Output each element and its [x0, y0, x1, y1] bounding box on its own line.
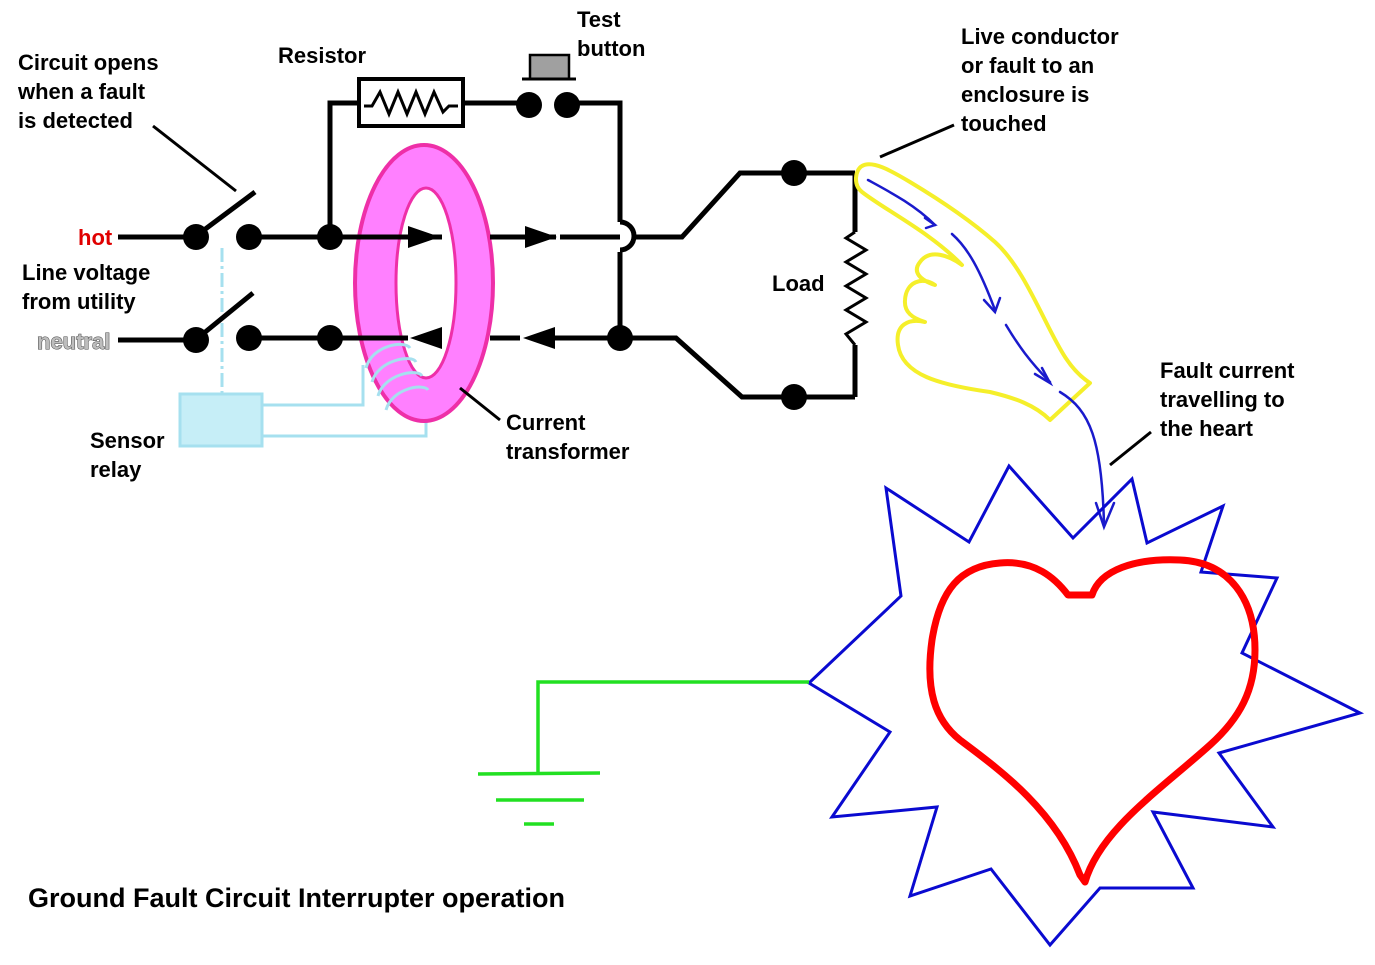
load-resistor	[843, 230, 869, 346]
label-current-transformer: Current transformer	[506, 410, 630, 464]
label-live-conductor: Live conductor or fault to an enclosure …	[961, 24, 1125, 136]
test-loop-left	[327, 100, 358, 237]
neutral-switch-blade	[202, 291, 255, 335]
sensor-wire-lower	[262, 415, 428, 438]
hot-arrow-2	[525, 226, 557, 248]
neutral-junction-node	[317, 325, 343, 351]
test-return-node	[607, 325, 633, 351]
load-top-terminal	[781, 160, 807, 186]
leader-live-conductor	[879, 123, 955, 159]
leader-fault-current	[1109, 430, 1152, 467]
resistor-zigzag	[364, 88, 458, 118]
label-resistor: Resistor	[278, 43, 366, 68]
ground-wire	[536, 680, 809, 773]
diagram-title: Ground Fault Circuit Interrupter operati…	[28, 883, 565, 913]
toroid-inner	[394, 186, 458, 380]
neutral-arrow-2	[523, 327, 555, 349]
ground-bar-1	[477, 771, 601, 776]
hot-switch-contact	[236, 224, 262, 250]
shock-starburst	[806, 463, 1365, 948]
resistor	[357, 77, 465, 128]
neutral-switch-contact	[236, 325, 262, 351]
earth-ground	[477, 680, 809, 826]
label-test-button: Test button	[577, 7, 645, 61]
label-circuit-opens: Circuit opens when a fault is detected	[17, 50, 165, 133]
label-neutral: neutral	[37, 329, 110, 354]
fault-current-path	[866, 178, 1116, 531]
hand-outline	[854, 162, 1092, 422]
label-hot: hot	[78, 225, 113, 250]
hot-crossover-hop	[608, 219, 637, 253]
neutral-arrow-1	[410, 327, 442, 349]
sensing-coil	[364, 343, 430, 411]
current-arrows	[408, 226, 557, 349]
load-bottom-terminal	[781, 384, 807, 410]
resistor-box	[357, 77, 465, 128]
heart	[926, 556, 1259, 886]
sensor-wire-upper	[262, 365, 365, 407]
current-transformer	[353, 143, 495, 423]
neutral-wire-out	[555, 335, 855, 400]
label-line-voltage: Line voltage from utility	[22, 260, 156, 314]
neutral-switch-pivot	[183, 327, 209, 353]
hot-arrow-1	[408, 226, 440, 248]
hot-switch-pivot	[183, 224, 209, 250]
test-button-cap[interactable]	[528, 53, 571, 81]
breaker-switches	[183, 160, 807, 410]
hot-junction-node	[317, 224, 343, 250]
leader-circuit-opens	[152, 124, 237, 193]
test-button[interactable]	[516, 53, 580, 118]
sensor-relay-box	[178, 392, 264, 448]
leader-lines	[152, 123, 1152, 467]
hot-switch-blade	[202, 189, 257, 233]
test-contact-left	[516, 92, 542, 118]
leader-current-transformer	[459, 386, 501, 422]
test-contact-right	[554, 92, 580, 118]
label-load: Load	[772, 271, 825, 296]
label-sensor-relay: Sensor relay	[90, 428, 171, 482]
label-fault-current: Fault current travelling to the heart	[1160, 358, 1301, 441]
test-loop-right	[567, 100, 623, 222]
hot-wire-out	[632, 170, 855, 240]
